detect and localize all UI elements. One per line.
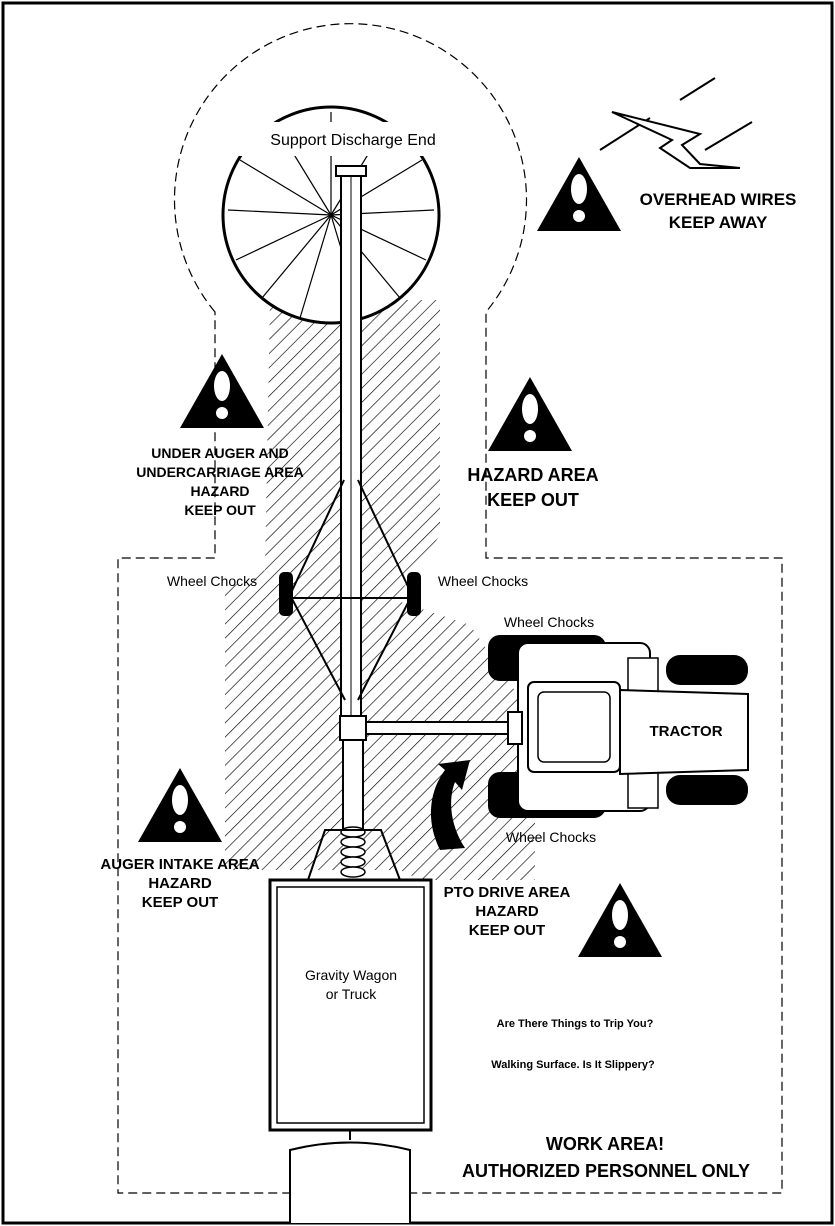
auger-intake-label-2: HAZARD (148, 875, 211, 892)
pto-rotation-arrow (430, 760, 470, 850)
under-auger-label-4: KEEP OUT (184, 502, 256, 518)
wheel-chocks-tractor-top-label: Wheel Chocks (504, 614, 594, 630)
wheel-chocks-left-label: Wheel Chocks (167, 573, 257, 589)
overhead-wires-label-2: KEEP AWAY (669, 213, 768, 232)
tractor-label: TRACTOR (649, 723, 722, 740)
warning-triangle-icon (138, 768, 222, 842)
gravity-wagon-label-1: Gravity Wagon (305, 967, 397, 983)
auger-intake-label-3: KEEP OUT (142, 894, 218, 911)
under-auger-label-3: HAZARD (190, 483, 249, 499)
hazard-area-label-2: KEEP OUT (487, 490, 579, 510)
under-auger-label-1: UNDER AUGER AND (151, 445, 288, 461)
work-area-label-2: AUTHORIZED PERSONNEL ONLY (462, 1161, 750, 1181)
overhead-wires-label-1: OVERHEAD WIRES (640, 190, 797, 209)
work-area-label-1: WORK AREA! (546, 1134, 664, 1154)
lightning-bolt-icon (599, 77, 753, 169)
auger-intake-label-1: AUGER INTAKE AREA (100, 856, 259, 873)
auger-tube (279, 165, 517, 881)
wheel-chocks-right-label: Wheel Chocks (438, 573, 528, 589)
pto-drive-label-3: KEEP OUT (469, 922, 545, 939)
under-auger-label-2: UNDERCARRIAGE AREA (136, 464, 304, 480)
gravity-wagon-label-2: or Truck (326, 986, 378, 1002)
walking-surface-label: Walking Surface. Is It Slippery? (491, 1059, 655, 1071)
gravity-wagon (268, 878, 433, 1223)
warning-triangle-icon (180, 354, 264, 428)
trip-question-label: Are There Things to Trip You? (497, 1018, 654, 1030)
warning-triangle-icon (488, 377, 572, 451)
pto-drive-label-2: HAZARD (475, 903, 538, 920)
pto-drive-label-1: PTO DRIVE AREA (444, 884, 571, 901)
warning-triangle-icon (537, 157, 621, 231)
hazard-area-boundary (117, 23, 783, 1194)
warning-triangle-icon (578, 883, 662, 957)
support-discharge-label: Support Discharge End (270, 132, 435, 149)
hazard-area-label-1: HAZARD AREA (467, 465, 598, 485)
tractor (488, 635, 749, 818)
wheel-chocks-tractor-bottom-label: Wheel Chocks (506, 829, 596, 845)
